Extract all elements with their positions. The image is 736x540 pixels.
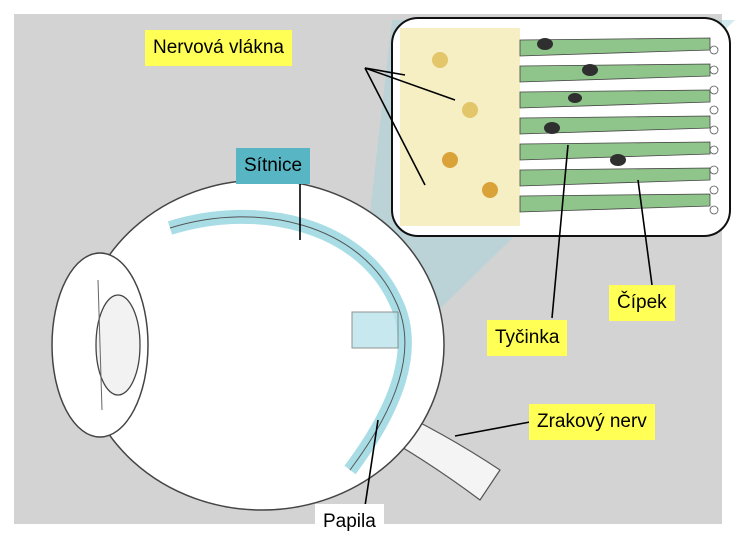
cell-nucleus	[537, 38, 553, 50]
ganglion-cell	[432, 52, 448, 68]
cell-nucleus	[568, 93, 582, 103]
cell-nucleus	[610, 154, 626, 166]
label-optic-nerve: Zrakový nerv	[529, 404, 655, 440]
ganglion-cell	[442, 152, 458, 168]
ganglion-cell	[462, 102, 478, 118]
lens	[96, 295, 140, 395]
nerve-layer	[400, 28, 520, 226]
zoom-region	[352, 312, 398, 348]
label-retina: Sítnice	[236, 148, 310, 184]
label-rod: Tyčinka	[487, 320, 567, 356]
label-papilla: Papila	[315, 504, 384, 540]
label-nerve-fibers: Nervová vlákna	[145, 30, 292, 66]
cell-nucleus	[582, 64, 598, 76]
ganglion-cell	[482, 182, 498, 198]
label-cone: Čípek	[609, 285, 675, 321]
cell-nucleus	[544, 122, 560, 134]
